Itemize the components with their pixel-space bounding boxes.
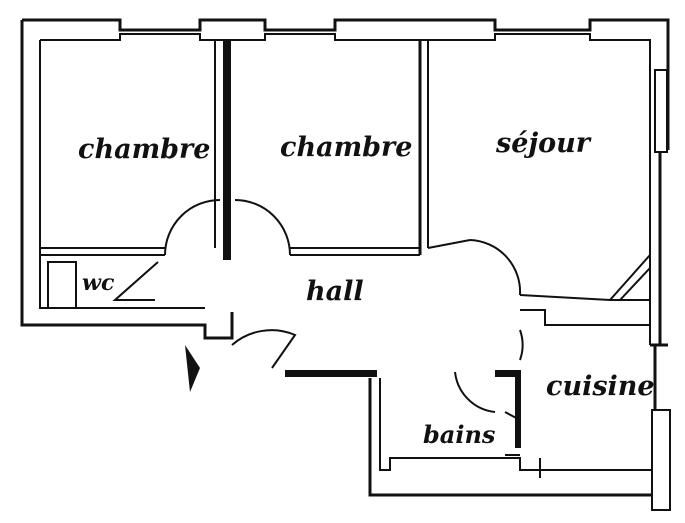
room-label-hall: hall (306, 276, 364, 307)
room-label-cuisine: cuisine (546, 371, 655, 402)
exterior-walls (20, 18, 671, 511)
interior-walls (40, 40, 651, 470)
door-swings (112, 199, 524, 421)
room-label-wc: wc (82, 270, 115, 296)
room-label-sejour: séjour (495, 128, 592, 159)
room-label-chambre-1: chambre (78, 134, 210, 165)
entrance-marker (185, 345, 200, 392)
room-label-chambre-2: chambre (280, 132, 412, 163)
room-label-bains: bains (423, 420, 496, 449)
